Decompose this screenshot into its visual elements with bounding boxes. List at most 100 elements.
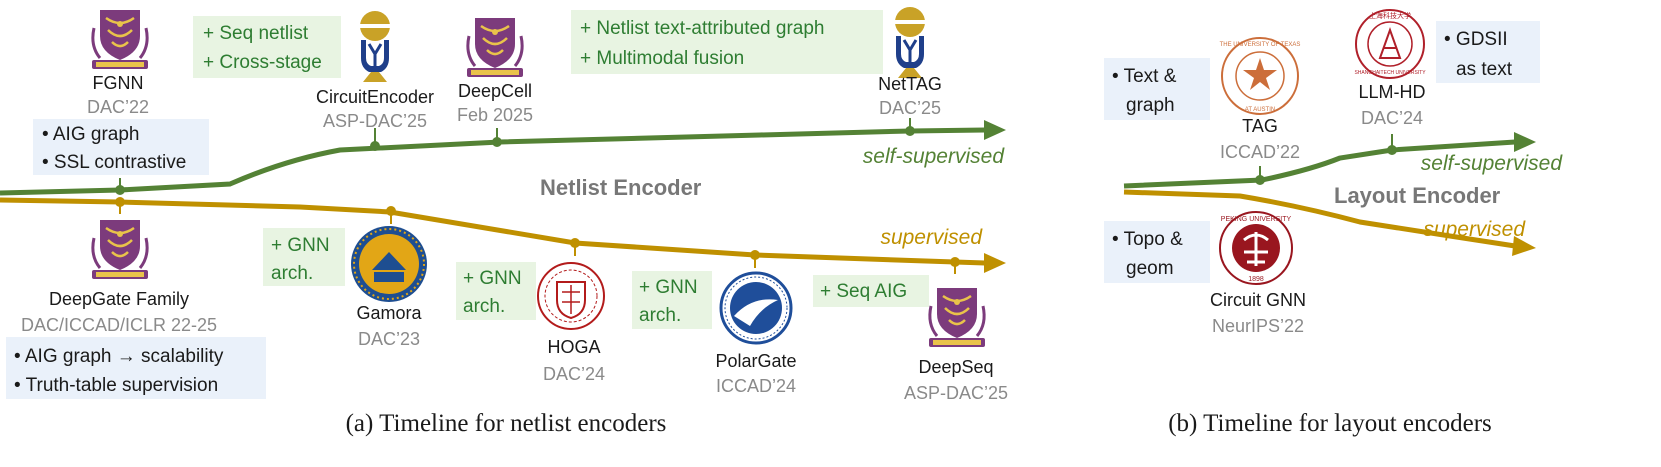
nettag-name: NetTAG [878, 74, 942, 94]
llmhd-note-box: • GDSII as text [1436, 21, 1540, 83]
deepcell-name: DeepCell [458, 81, 532, 101]
deepgate-note-line-2: • Truth-table supervision [14, 375, 218, 396]
circuitgnn-venue: NeurIPS’22 [1212, 316, 1304, 336]
circuitencoder-entry: CircuitEncoder ASP-DAC’25 [316, 9, 434, 131]
polargate-note-box: + GNN arch. [632, 271, 712, 329]
ut-austin-seal-icon: THE UNIVERSITY OF TEXAS AT AUSTIN [1220, 37, 1301, 115]
shanghaitech-seal-bottom-text: SHANGHAITECH UNIVERSITY [1354, 70, 1426, 76]
hoga-name: HOGA [547, 337, 600, 357]
tag-note-line-2: graph [1126, 95, 1175, 116]
polargate-venue: ICCAD’24 [716, 376, 796, 396]
tag-entry: THE UNIVERSITY OF TEXAS AT AUSTIN TAG IC… [1220, 37, 1301, 162]
layout-caption: (b) Timeline for layout encoders [1168, 410, 1492, 437]
netlist-self-supervised-track [0, 127, 986, 196]
nettag-venue: DAC’25 [879, 98, 941, 118]
shanghaitech-seal-icon: 上海科技大学 SHANGHAITECH UNIVERSITY [1354, 9, 1426, 79]
pku-seal-icon: PEKING UNIVERSITY 1898 [1219, 211, 1293, 285]
nettag-entry: NetTAG DAC’25 [878, 5, 942, 118]
hoga-note-line-2: arch. [463, 296, 505, 317]
bupt-seal-icon [719, 271, 793, 345]
netlist-milestone-dots [115, 118, 960, 274]
gamora-note-line-1: + GNN [271, 235, 330, 256]
nettag-note-line-1: + Netlist text-attributed graph [580, 18, 825, 39]
layout-supervised-track [1123, 189, 1516, 249]
tag-venue: ICCAD’22 [1220, 142, 1300, 162]
layout-supervised-arrowhead [1512, 236, 1536, 256]
circuitgnn-note-line-2: geom [1126, 258, 1174, 279]
ut-seal-top-text: THE UNIVERSITY OF TEXAS [1220, 42, 1301, 48]
pku-seal-bottom-text: 1898 [1248, 276, 1264, 283]
deepcell-entry: DeepCell Feb 2025 [457, 16, 533, 125]
gamora-note-box: + GNN arch. [263, 228, 345, 286]
polargate-note-line-1: + GNN [639, 277, 698, 298]
layout-milestone-dots [1255, 134, 1397, 185]
tag-note-line-1: • Text & [1112, 66, 1177, 87]
fgnn-venue: DAC’22 [87, 97, 149, 117]
circuitencoder-note-line-2: + Cross-stage [203, 52, 322, 73]
gamora-name: Gamora [356, 303, 422, 323]
hoga-note-box: + GNN arch. [456, 262, 536, 320]
deepseq-name: DeepSeq [918, 357, 993, 377]
shanghaitech-seal-top-text: 上海科技大学 [1369, 11, 1411, 20]
polargate-name: PolarGate [715, 351, 796, 371]
tag-name: TAG [1242, 116, 1278, 136]
llmhd-note-line-2: as text [1456, 59, 1513, 80]
layout-self-supervised-arrowhead [1514, 132, 1536, 152]
netlist-caption: (a) Timeline for netlist encoders [346, 410, 667, 437]
layout-supervised-label: supervised [1423, 218, 1526, 241]
llmhd-name: LLM-HD [1358, 82, 1425, 102]
netlist-supervised-track [0, 197, 986, 266]
layout-encoder-title: Layout Encoder [1334, 183, 1501, 208]
deepgate-note-line-1: • AIG graph → scalability [14, 346, 224, 367]
llmhd-note-line-1: • GDSII [1444, 29, 1508, 50]
circuitgnn-note-line-1: • Topo & [1112, 229, 1183, 250]
circuitgnn-name: Circuit GNN [1210, 290, 1306, 310]
deepseq-entry: DeepSeq ASP-DAC’25 [904, 286, 1008, 403]
gamora-entry: Gamora DAC’23 [351, 226, 427, 349]
deepcell-venue: Feb 2025 [457, 105, 533, 125]
hoga-entry: HOGA DAC’24 [537, 262, 605, 384]
fgnn-note-box: • AIG graph • SSL contrastive [33, 119, 209, 175]
circuitencoder-note-line-1: + Seq netlist [203, 23, 309, 44]
polargate-entry: PolarGate ICCAD’24 [715, 271, 797, 396]
circuitencoder-note-box: + Seq netlist + Cross-stage [193, 16, 341, 78]
nettag-note-box: + Netlist text-attributed graph + Multim… [571, 10, 883, 74]
cuhk-crest-icon [927, 286, 987, 349]
layout-self-supervised-label: self-supervised [1421, 152, 1564, 175]
llmhd-entry: 上海科技大学 SHANGHAITECH UNIVERSITY LLM-HD DA… [1354, 9, 1426, 128]
deepgate-venue: DAC/ICCAD/ICLR 22-25 [21, 315, 217, 335]
polargate-note-line-2: arch. [639, 305, 681, 326]
nettag-note-line-2: + Multimodal fusion [580, 48, 744, 69]
fgnn-note-line-2: • SSL contrastive [42, 152, 186, 173]
deepseq-venue: ASP-DAC’25 [904, 383, 1008, 403]
hkust-logo-icon [893, 5, 927, 80]
deepgate-name: DeepGate Family [49, 289, 189, 309]
fgnn-note-line-1: • AIG graph [42, 124, 140, 145]
deepseq-note-line-1: + Seq AIG [820, 281, 907, 302]
hoga-venue: DAC’24 [543, 364, 605, 384]
llmhd-venue: DAC’24 [1361, 108, 1423, 128]
netlist-self-supervised-label: self-supervised [863, 145, 1006, 168]
netlist-supervised-label: supervised [880, 226, 983, 249]
deepgate-entry: DeepGate Family DAC/ICCAD/ICLR 22-25 [21, 218, 217, 335]
deepseq-note-box: + Seq AIG [813, 275, 929, 307]
circuitencoder-name: CircuitEncoder [316, 87, 434, 107]
netlist-encoder-title: Netlist Encoder [540, 175, 702, 200]
gamora-venue: DAC’23 [358, 329, 420, 349]
cuhk-crest-icon [465, 16, 525, 79]
hkust-logo-icon [358, 9, 392, 84]
layout-self-supervised-track [1123, 139, 1516, 189]
cuhk-crest-icon [90, 8, 150, 71]
netlist-supervised-arrowhead [984, 253, 1006, 273]
cornell-seal-icon [537, 262, 605, 330]
hoga-note-line-1: + GNN [463, 268, 522, 289]
circuitgnn-entry: PEKING UNIVERSITY 1898 Circuit GNN NeurI… [1210, 211, 1306, 336]
ut-seal-bottom-text: AT AUSTIN [1245, 107, 1275, 113]
fgnn-name: FGNN [93, 73, 144, 93]
fgnn-entry: FGNN DAC’22 [87, 8, 150, 117]
cuhk-crest-icon [90, 218, 150, 281]
pku-seal-top-text: PEKING UNIVERSITY [1221, 216, 1292, 223]
gamora-note-line-2: arch. [271, 263, 313, 284]
deepgate-note-box: • AIG graph → scalability • Truth-table … [6, 337, 266, 399]
tag-note-box: • Text & graph [1104, 58, 1210, 120]
